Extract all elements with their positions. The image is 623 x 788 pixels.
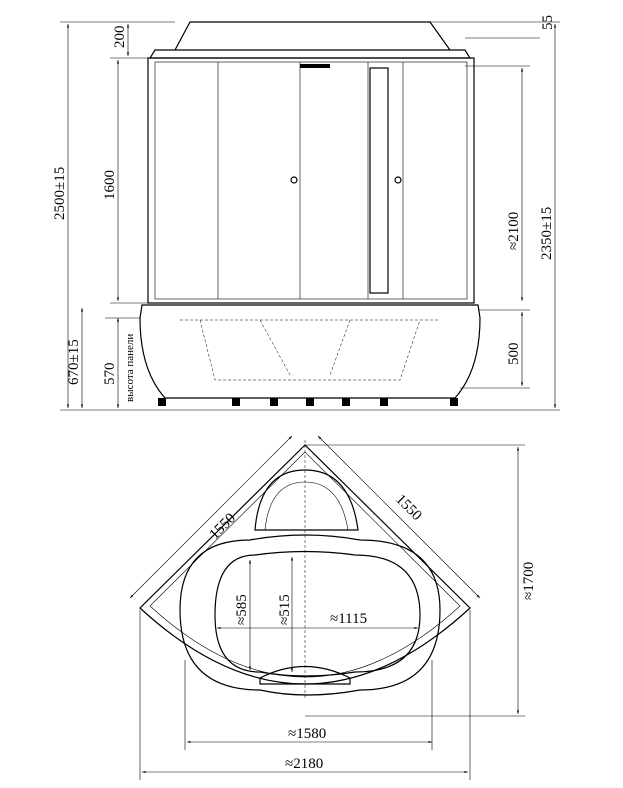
panel-label: высота панели: [124, 334, 136, 402]
side-right: 1550: [392, 492, 425, 525]
inner-width-1: ≈585: [234, 594, 250, 625]
dim-tub: 500: [506, 343, 522, 366]
inner-length: ≈1115: [330, 611, 367, 627]
dim-base: 670±15: [66, 339, 82, 385]
inner-width-2: ≈515: [277, 594, 293, 625]
dim-height: 2350±15: [539, 207, 555, 260]
dim-panel: 570: [102, 363, 118, 386]
total-width: ≈2180: [285, 756, 323, 772]
depth: ≈1700: [521, 562, 537, 600]
dim-glass: 1600: [102, 170, 118, 200]
front-view: 2500±15 200 1600 670±15 570 высота панел…: [52, 15, 560, 411]
top-view: 1550 1550 ≈1700 ≈585 ≈515 ≈1115 ≈1580 ≈2…: [129, 435, 537, 780]
dim-roof: 200: [112, 26, 128, 49]
dim-total-height: 2500±15: [52, 167, 68, 220]
tub-width: ≈1580: [288, 726, 326, 742]
dim-cabin: ≈2100: [506, 212, 522, 250]
dim-top: 55: [540, 15, 556, 30]
